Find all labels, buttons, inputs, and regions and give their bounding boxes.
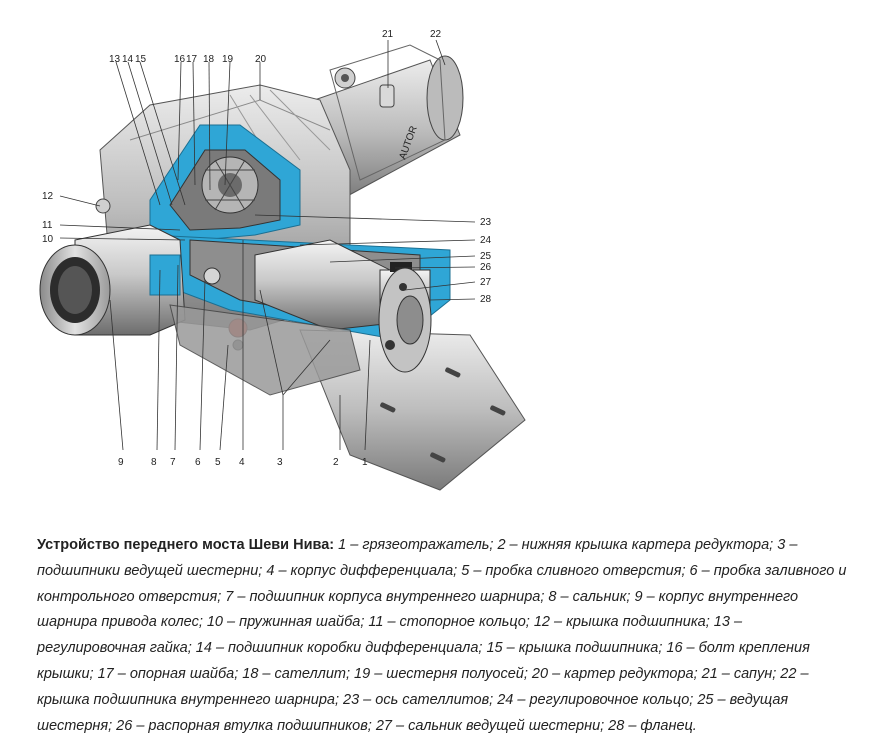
callout-labels: 1 2 3 4 5 6 7 8 9 10 11 12 13 14 15 16 1… <box>42 29 492 468</box>
callout-7: 7 <box>170 457 176 468</box>
callout-12: 12 <box>42 191 54 202</box>
axle-cutaway-figure: AUTOR 1 2 3 4 5 6 7 8 9 10 11 12 13 14 1… <box>39 29 526 491</box>
axle-illustration: AUTOR 1 2 3 4 5 6 7 8 9 10 11 12 13 14 1… <box>39 29 526 491</box>
callout-24: 24 <box>480 235 492 246</box>
callout-1: 1 <box>362 457 368 468</box>
callout-17: 17 <box>186 54 198 65</box>
caption-body: 1 – грязеотражатель; 2 – нижняя крышка к… <box>37 537 847 734</box>
callout-27: 27 <box>480 277 492 288</box>
caption-title: Устройство переднего моста Шеви Нива: <box>37 537 335 553</box>
breather <box>379 84 395 108</box>
callout-10: 10 <box>42 234 54 245</box>
callout-23: 23 <box>480 217 492 228</box>
leader-lines <box>59 39 476 451</box>
callout-15: 15 <box>135 54 147 65</box>
callout-22: 22 <box>430 29 442 40</box>
callout-18: 18 <box>203 54 215 65</box>
callout-3: 3 <box>277 457 283 468</box>
callout-20: 20 <box>255 54 267 65</box>
lower-cover <box>169 304 361 396</box>
callout-21: 21 <box>382 29 394 40</box>
callout-26: 26 <box>480 262 492 273</box>
callout-9: 9 <box>118 457 124 468</box>
callout-6: 6 <box>195 457 201 468</box>
callout-2: 2 <box>333 457 339 468</box>
callout-19: 19 <box>222 54 234 65</box>
callout-14: 14 <box>122 54 134 65</box>
flange <box>378 267 432 373</box>
callout-4: 4 <box>239 457 245 468</box>
callout-11: 11 <box>42 220 53 231</box>
callout-16: 16 <box>174 54 186 65</box>
callout-25: 25 <box>480 251 492 262</box>
callout-8: 8 <box>151 457 157 468</box>
callout-5: 5 <box>215 457 221 468</box>
callout-28: 28 <box>480 294 492 305</box>
figure-caption: Устройство переднего моста Шеви Нива: 1 … <box>37 533 847 739</box>
callout-13: 13 <box>109 54 121 65</box>
inner-joint-housing <box>39 224 186 336</box>
